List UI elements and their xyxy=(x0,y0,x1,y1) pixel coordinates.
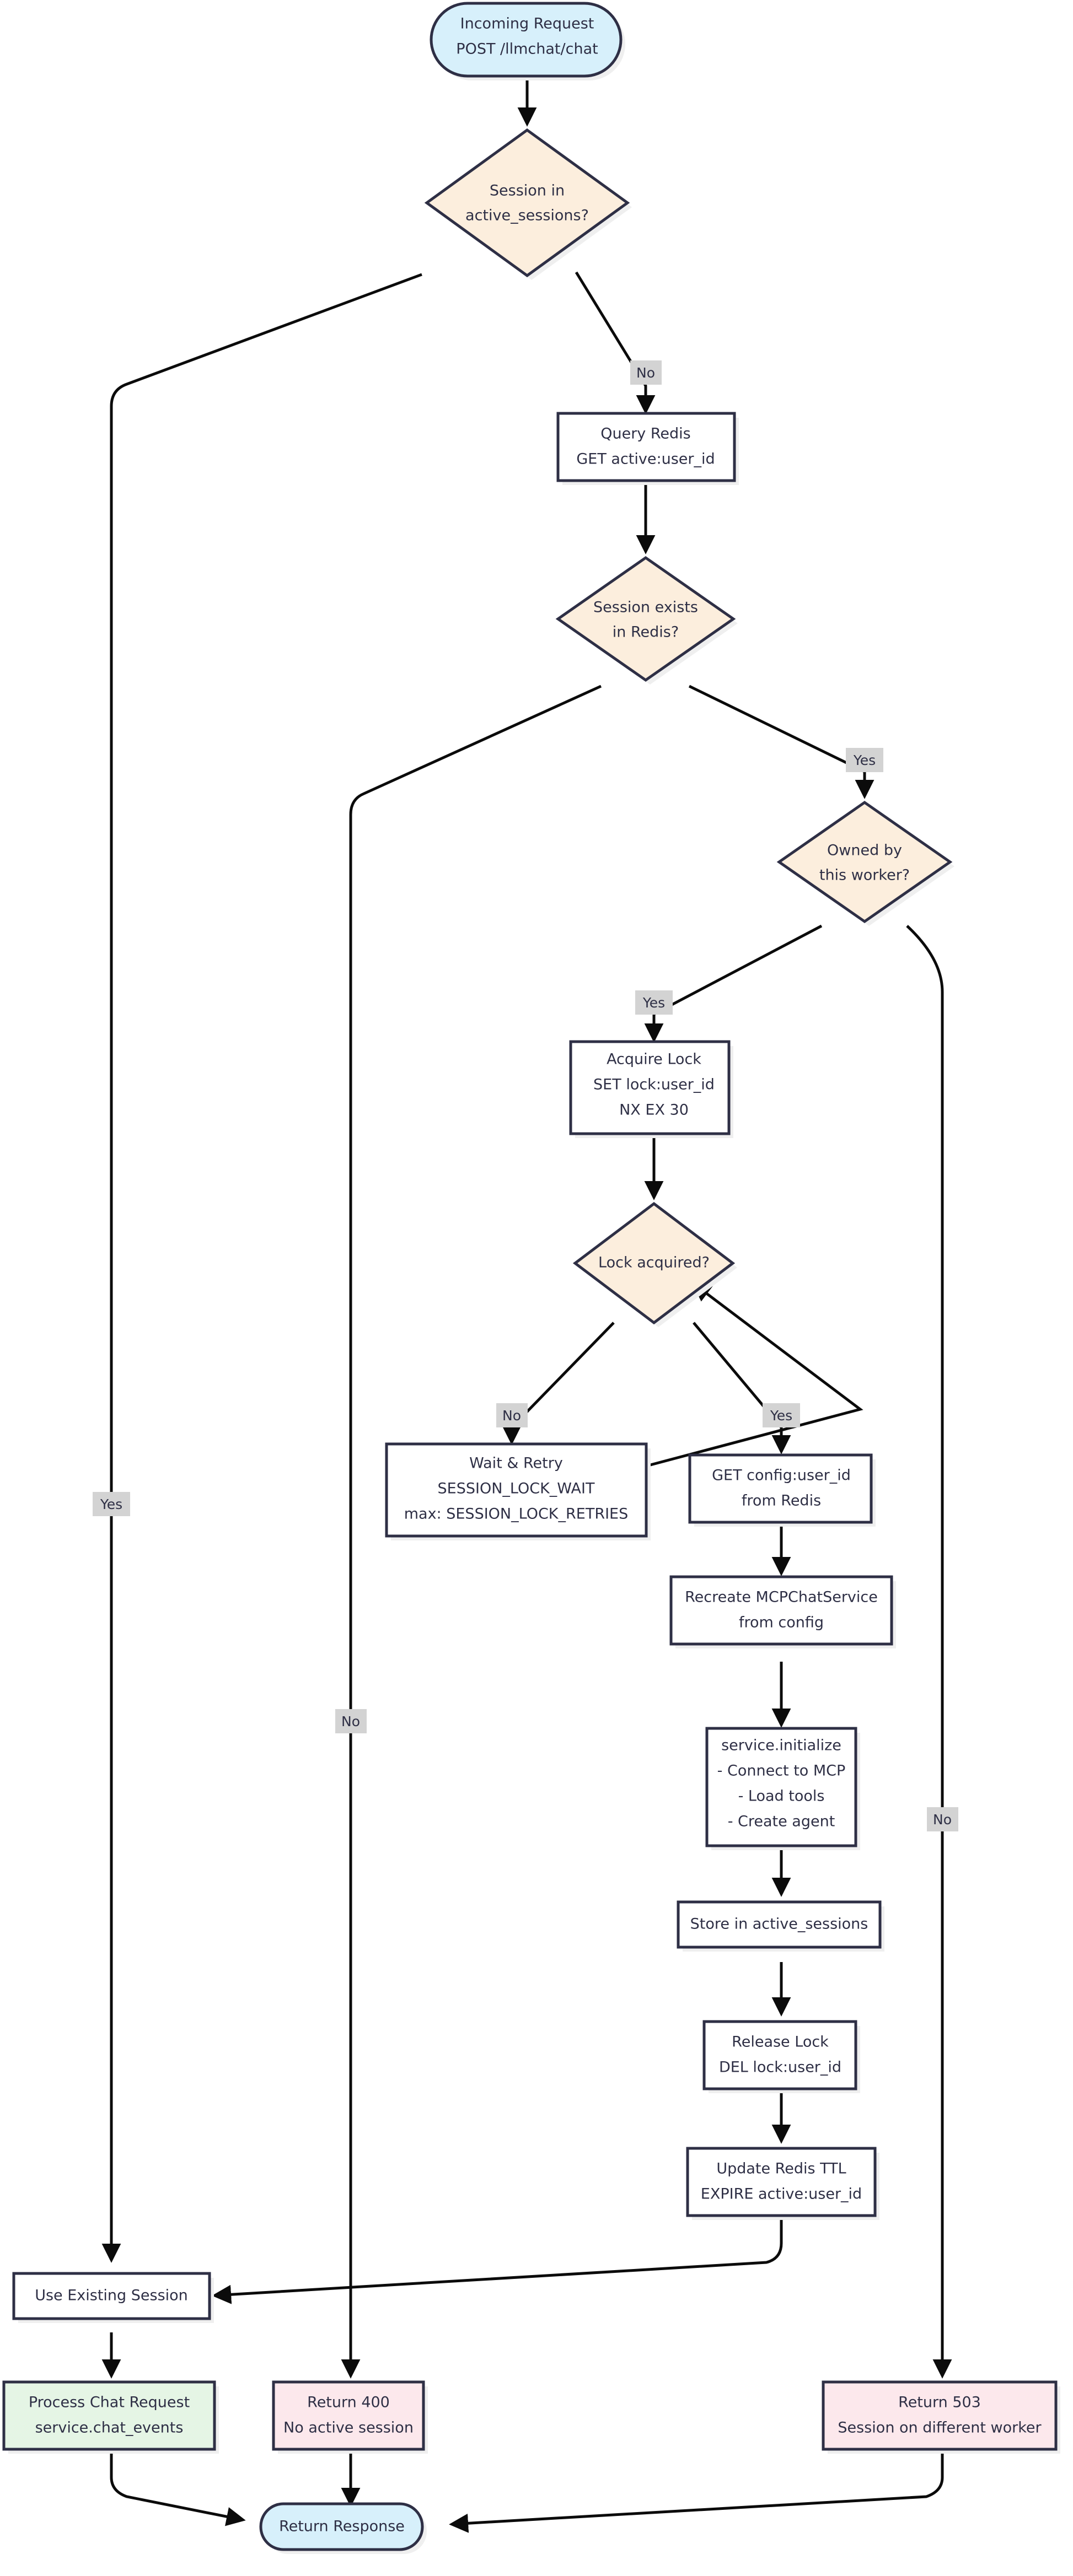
node-acquire_lock-line-1: SET lock:user_id xyxy=(593,1076,715,1093)
edge-d_active-to-query_redis xyxy=(575,271,656,414)
node-d_active-line-1: active_sessions? xyxy=(465,207,589,224)
edge-label-active-yes: Yes xyxy=(93,1492,130,1516)
node-use_existing-line-0: Use Existing Session xyxy=(35,2287,188,2304)
node-initialize-line-3: - Create agent xyxy=(728,1813,835,1830)
node-release_lock[interactable]: Release Lock DEL lock:user_id xyxy=(702,2020,860,2093)
edge-label-lock-no: No xyxy=(496,1403,528,1427)
node-return_503-line-0: Return 503 xyxy=(898,2394,981,2411)
node-start[interactable]: Incoming Request POST /llmchat/chat xyxy=(430,2,625,80)
node-acquire_lock-line-0: Acquire Lock xyxy=(607,1051,701,1068)
node-query_redis[interactable]: Query Redis GET active:user_id xyxy=(556,412,739,485)
node-process_chat-line-1: service.chat_events xyxy=(35,2419,184,2437)
edge-label-owner-yes: Yes xyxy=(635,990,673,1015)
node-initialize-line-0: service.initialize xyxy=(721,1737,841,1754)
edge-label-redis-yes: Yes xyxy=(846,748,883,772)
node-wait_retry-line-2: max: SESSION_LOCK_RETRIES xyxy=(404,1506,629,1523)
node-process_chat[interactable]: Process Chat Request service.chat_events xyxy=(2,2380,219,2454)
node-return_400-line-1: No active session xyxy=(283,2419,414,2437)
node-return_503-line-1: Session on different worker xyxy=(838,2419,1042,2437)
node-use_existing[interactable]: Use Existing Session xyxy=(12,2272,214,2323)
node-end-line-0: Return Response xyxy=(279,2518,405,2535)
node-recreate-line-0: Recreate MCPChatService xyxy=(685,1589,878,1606)
edge-d_owner-to-acquire_lock xyxy=(644,924,823,1043)
node-store[interactable]: Store in active_sessions xyxy=(677,1900,884,1952)
edge-label-active-no-text: No xyxy=(636,365,655,381)
edge-label-active-yes-text: Yes xyxy=(100,1496,122,1512)
node-d_active-line-0: Session in xyxy=(490,182,565,200)
node-update_ttl-line-0: Update Redis TTL xyxy=(716,2160,846,2178)
edge-label-redis-no-text: No xyxy=(341,1713,360,1729)
node-get_config-line-0: GET config:user_id xyxy=(712,1467,851,1484)
node-d_owner-line-1: this worker? xyxy=(819,867,910,884)
edge-return_503-to-end xyxy=(449,2448,944,2533)
edge-label-owner-yes-text: Yes xyxy=(642,995,665,1011)
node-acquire_lock-line-2: NX EX 30 xyxy=(619,1102,689,1119)
edge-update_ttl-to-use_existing xyxy=(212,2211,783,2304)
edge-d_owner-to-return_503 xyxy=(906,925,952,2379)
node-update_ttl[interactable]: Update Redis TTL EXPIRE active:user_id xyxy=(686,2147,879,2220)
node-get_config-line-1: from Redis xyxy=(742,1492,821,1510)
node-d_active[interactable]: Session in active_sessions? xyxy=(424,128,632,280)
node-start-line-1: POST /llmchat/chat xyxy=(456,41,598,58)
edge-d_active-to-use_existing xyxy=(101,273,422,2263)
node-update_ttl-line-1: EXPIRE active:user_id xyxy=(701,2186,862,2203)
edge-d_redis-to-return_400 xyxy=(341,685,602,2379)
node-return_400[interactable]: Return 400 No active session xyxy=(272,2380,428,2454)
edge-label-active-no: No xyxy=(630,360,662,385)
nodes-layer: Incoming Request POST /llmchat/chat Sess… xyxy=(2,2,1060,2554)
edge-label-lock-yes-text: Yes xyxy=(770,1408,792,1424)
node-wait_retry[interactable]: Wait & Retry SESSION_LOCK_WAIT max: SESS… xyxy=(385,1442,651,1540)
node-process_chat-line-0: Process Chat Request xyxy=(29,2394,190,2411)
node-initialize-line-1: - Connect to MCP xyxy=(717,1763,846,1780)
node-d_owner[interactable]: Owned by this worker? xyxy=(776,800,954,926)
edges-layer xyxy=(101,77,952,2533)
node-wait_retry-line-0: Wait & Retry xyxy=(469,1455,563,1472)
node-d_redis[interactable]: Session exists in Redis? xyxy=(555,556,738,685)
node-release_lock-line-1: DEL lock:user_id xyxy=(719,2059,841,2076)
node-initialize-line-2: - Load tools xyxy=(738,1788,825,1805)
node-query_redis-line-1: GET active:user_id xyxy=(576,451,715,468)
edge-d_redis-to-d_owner xyxy=(688,685,875,799)
node-end[interactable]: Return Response xyxy=(259,2502,427,2554)
edge-d_lock-to-get_config xyxy=(693,1322,791,1454)
edge-label-owner-no: No xyxy=(927,1807,958,1831)
edge-label-redis-yes-text: Yes xyxy=(853,752,876,768)
node-start-line-0: Incoming Request xyxy=(460,15,594,33)
node-recreate-line-1: from config xyxy=(739,1614,824,1631)
node-d_lock[interactable]: Lock acquired? xyxy=(572,1201,737,1327)
node-store-line-0: Store in active_sessions xyxy=(690,1916,868,1933)
node-release_lock-line-0: Release Lock xyxy=(732,2034,829,2051)
edge-label-lock-no-text: No xyxy=(502,1408,521,1424)
node-d_redis-line-0: Session exists xyxy=(593,599,698,616)
edge-label-owner-no-text: No xyxy=(933,1812,952,1828)
edge-wait_retry-to-d_lock xyxy=(646,1282,863,1468)
node-get_config[interactable]: GET config:user_id from Redis xyxy=(688,1453,876,1527)
edge-label-lock-yes: Yes xyxy=(763,1403,800,1427)
node-query_redis-line-0: Query Redis xyxy=(600,425,691,443)
edge-labels-layer: No Yes Yes No Yes No No Yes xyxy=(93,360,958,1831)
edge-label-redis-no: No xyxy=(335,1709,367,1733)
node-return_400-line-0: Return 400 xyxy=(307,2394,390,2411)
node-initialize[interactable]: service.initialize - Connect to MCP - Lo… xyxy=(705,1727,860,1850)
node-d_redis-line-1: in Redis? xyxy=(613,624,679,641)
node-return_503[interactable]: Return 503 Session on different worker xyxy=(822,2380,1060,2454)
node-recreate[interactable]: Recreate MCPChatService from config xyxy=(669,1575,896,1648)
node-d_lock-line-0: Lock acquired? xyxy=(598,1254,710,1271)
node-acquire_lock[interactable]: Acquire Lock SET lock:user_id NX EX 30 xyxy=(569,1040,733,1138)
node-d_owner-line-0: Owned by xyxy=(827,842,902,859)
node-wait_retry-line-1: SESSION_LOCK_WAIT xyxy=(438,1480,595,1497)
edge-process_chat-to-end xyxy=(110,2448,246,2526)
